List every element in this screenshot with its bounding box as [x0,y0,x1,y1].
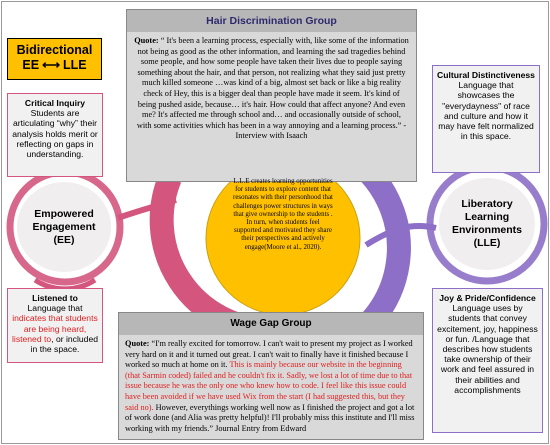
lle-line4: (LLE) [473,237,501,249]
ee-line1: Empowered [34,207,94,220]
critical-inquiry-heading: Critical Inquiry [24,98,86,108]
bidirectional-title: Bidirectional EE ⟷ LLE [7,38,102,80]
wage-text-1: “I'm really excited for tomorrow. I can'… [125,339,413,370]
ee-line2: Engagement [32,220,96,233]
title-line2: EE ⟷ LLE [8,58,101,73]
cultural-distinctiveness-box: Cultural Distinctiveness Language that s… [432,65,540,173]
title-line1: Bidirectional [16,43,93,57]
wage-quote: Quote: “I'm really excited for tomorrow.… [119,335,423,434]
listened-to-text-2: , or included in the space. [30,333,99,355]
center-text: L.L.E creates learning opportunities for… [233,178,333,251]
cultural-text: Language that showcases the "everydaynes… [438,80,534,142]
listened-to-text-1: Language that [27,303,83,314]
wage-text-red: This is mainly because our website in th… [125,360,413,412]
wage-gap-box: Wage Gap Group Quote: “I'm really excite… [118,312,424,440]
lle-line1: Liberatory [461,198,513,210]
lle-line2: Learning [464,211,510,223]
listened-to-text: Language that indicates that students ar… [12,303,98,354]
double-arrow-icon: ⟷ [42,58,60,72]
hair-quote-label: Quote: [134,36,159,45]
joy-pride-box: Joy & Pride/Confidence Language uses by … [432,288,543,433]
listened-to-text-red: indicates that students are being heard,… [12,313,98,344]
title-left: EE [22,58,40,72]
joy-heading: Joy & Pride/Confidence [439,293,536,303]
joy-text: Language uses by students that convey ex… [437,303,538,395]
hair-heading: Hair Discrimination Group [127,10,416,32]
listened-to-box: Listened to Language that indicates that… [7,288,103,363]
ee-circle: Empowered Engagement (EE) [17,182,111,272]
ee-line3: (EE) [53,233,75,246]
hair-quote: Quote: “ It's been a learning process, e… [127,32,416,142]
ee-connector [116,197,177,221]
wage-text-2: However, everythings working well now as… [125,402,415,433]
critical-inquiry-text: Students are articulating “why” their an… [12,108,98,160]
wage-quote-label: Quote: [125,339,150,348]
hair-quote-text: “ It's been a learning process, especial… [136,36,409,141]
lle-circle: Liberatory Learning Environments (LLE) [439,178,535,270]
hair-discrimination-box: Hair Discrimination Group Quote: “ It's … [126,9,417,182]
lle-line3: Environments [451,224,522,236]
title-right: LLE [63,58,87,72]
cultural-heading: Cultural Distinctiveness [437,70,535,80]
wage-heading: Wage Gap Group [119,313,423,335]
listened-to-heading: Listened to [32,293,78,303]
critical-inquiry-box: Critical Inquiry Students are articulati… [7,93,103,177]
